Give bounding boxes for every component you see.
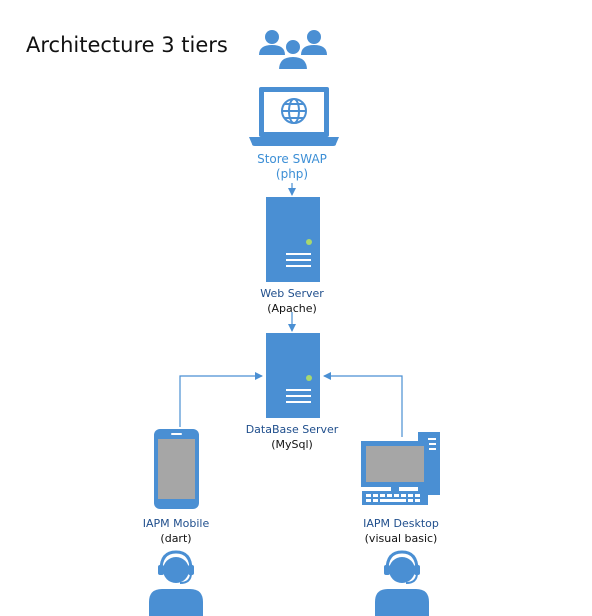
mobile-name: IAPM Mobile — [142, 517, 210, 530]
mobile-label: IAPM Mobile (dart) — [116, 516, 236, 546]
mobile-tech: (dart) — [160, 532, 192, 545]
db-server-label: DataBase Server (MySql) — [222, 422, 362, 452]
db-server-name: DataBase Server — [245, 423, 339, 436]
db-server-tech: (MySql) — [271, 438, 313, 451]
mobile-to-db-connector — [179, 372, 263, 427]
diagram-title: Architecture 3 tiers — [26, 33, 228, 57]
operator-headset-icon — [375, 550, 429, 616]
web-server-icon — [266, 197, 320, 282]
web-server-label: Web Server (Apache) — [232, 286, 352, 316]
operator-headset-icon — [149, 550, 203, 616]
web-server-name: Web Server — [260, 287, 324, 300]
laptop-globe-icon — [249, 87, 339, 146]
connectors — [179, 183, 403, 437]
desktop-to-db-connector — [323, 372, 403, 437]
desktop-computer-icon — [361, 432, 440, 505]
users-group-icon — [259, 30, 327, 71]
store-tech: (php) — [275, 167, 309, 181]
desktop-name: IAPM Desktop — [363, 517, 439, 530]
store-label: Store SWAP (php) — [232, 152, 352, 182]
database-server-icon — [266, 333, 320, 418]
desktop-label: IAPM Desktop (visual basic) — [341, 516, 461, 546]
store-name: Store SWAP — [257, 152, 327, 166]
web-server-tech: (Apache) — [267, 302, 317, 315]
smartphone-icon — [154, 429, 199, 509]
desktop-tech: (visual basic) — [364, 532, 438, 545]
